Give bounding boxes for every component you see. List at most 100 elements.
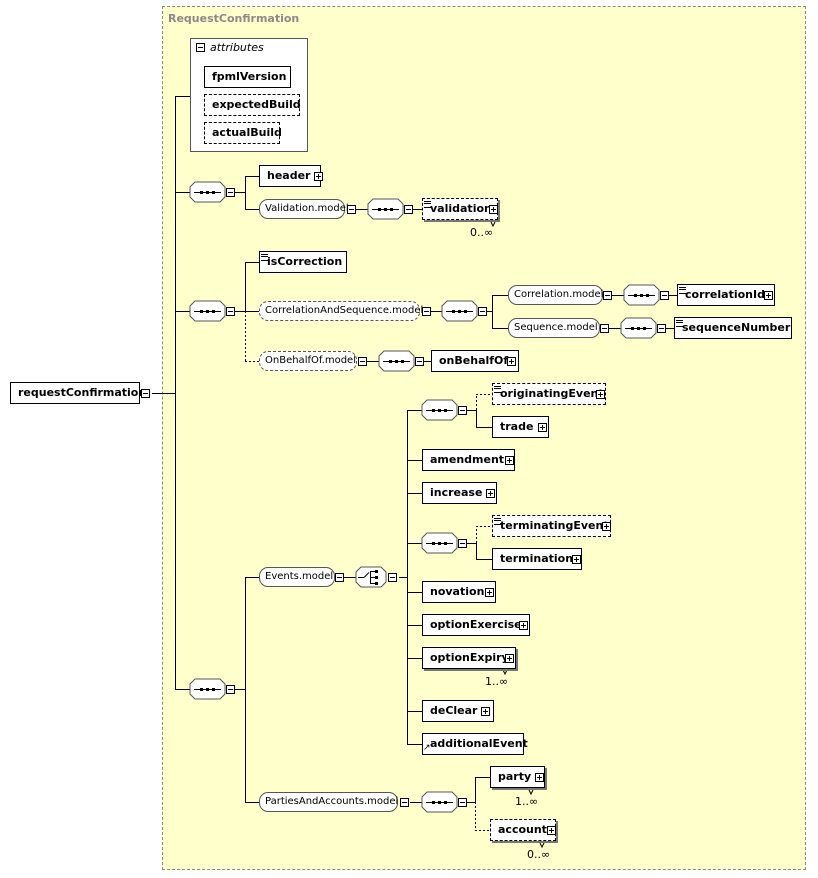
group-collapse-icon[interactable] (347, 205, 356, 214)
element-header[interactable]: header (259, 165, 321, 187)
group-collapse-icon[interactable] (600, 324, 609, 333)
correlation-id-expand-icon[interactable] (764, 291, 773, 300)
element-label: novation (430, 585, 485, 598)
element-label: terminatingEvent (500, 519, 609, 532)
documentation-icon (424, 201, 431, 208)
group-collapse-icon[interactable] (422, 307, 431, 316)
increase-expand-icon[interactable] (486, 489, 495, 498)
attributes-label: attributes (210, 41, 264, 54)
sequence-compositor-icon (378, 350, 415, 372)
group-label: OnBehalfOf.model (265, 355, 356, 366)
group-correlation-model[interactable]: Correlation.model (508, 285, 603, 305)
group-collapse-icon[interactable] (358, 357, 367, 366)
termination-expand-icon[interactable] (572, 555, 581, 564)
element-termination[interactable]: termination (492, 548, 582, 570)
group-events-model[interactable]: Events.model (259, 567, 335, 587)
reference-arrow-icon: ↗ (423, 743, 431, 753)
element-originating-event[interactable]: originatingEvent (492, 383, 606, 405)
element-label: optionExercise (430, 618, 522, 631)
sequence-collapse-icon[interactable] (404, 205, 413, 214)
header-expand-icon[interactable] (314, 172, 323, 181)
element-sequence-number[interactable]: sequenceNumber (674, 317, 792, 339)
on-behalf-of-expand-icon[interactable] (507, 357, 516, 366)
element-trade[interactable]: trade (492, 416, 549, 438)
attribute-actual-build[interactable]: actualBuild (204, 122, 282, 144)
element-de-clear[interactable]: deClear (422, 700, 494, 722)
sequence-collapse-icon[interactable] (458, 798, 467, 807)
element-amendment[interactable]: amendment (422, 449, 515, 471)
attributes-collapse-icon[interactable] (196, 43, 205, 52)
sequence-collapse-icon[interactable] (458, 539, 467, 548)
group-validation-model[interactable]: Validation.model (259, 199, 349, 219)
element-label: termination (500, 552, 574, 565)
element-terminating-event[interactable]: terminatingEvent (492, 515, 611, 537)
group-collapse-icon[interactable] (603, 291, 612, 300)
group-collapse-icon[interactable] (335, 573, 344, 582)
element-label: isCorrection (267, 255, 343, 268)
element-label: originatingEvent (500, 387, 604, 400)
sequence-collapse-icon[interactable] (478, 307, 487, 316)
choice-collapse-icon[interactable] (388, 573, 397, 582)
sequence-collapse-icon[interactable] (226, 307, 235, 316)
element-is-correction[interactable]: isCorrection (259, 251, 347, 273)
choice-compositor-icon (355, 566, 387, 588)
element-label: party (498, 770, 532, 783)
group-correlation-and-sequence-model[interactable]: CorrelationAndSequence.model (259, 301, 424, 321)
sequence-collapse-icon[interactable] (458, 406, 467, 415)
group-sequence-model[interactable]: Sequence.model (508, 318, 600, 338)
novation-expand-icon[interactable] (485, 588, 494, 597)
sequence-collapse-icon[interactable] (660, 291, 669, 300)
sequence-compositor-icon (623, 284, 660, 306)
element-validation[interactable]: validation (422, 198, 498, 220)
sequence-compositor-icon (441, 300, 478, 322)
element-label: deClear (430, 704, 478, 717)
sequence-compositor-icon (421, 791, 458, 813)
group-parties-and-accounts-model[interactable]: PartiesAndAccounts.model (259, 792, 398, 812)
complex-type-title: RequestConfirmation (168, 12, 300, 25)
sequence-collapse-icon[interactable] (415, 357, 424, 366)
group-label: Validation.model (265, 203, 349, 214)
element-option-expiry[interactable]: optionExpiry (422, 647, 516, 669)
element-label: validation (430, 202, 492, 215)
root-element-request-confirmation[interactable]: requestConfirmation (10, 382, 146, 404)
party-expand-icon[interactable] (535, 773, 544, 782)
account-expand-icon[interactable] (547, 826, 556, 835)
option-expiry-expand-icon[interactable] (505, 654, 514, 663)
trade-expand-icon[interactable] (538, 423, 547, 432)
option-exercise-expand-icon[interactable] (519, 621, 528, 630)
element-account[interactable]: account (490, 819, 556, 841)
root-collapse-icon[interactable] (141, 389, 150, 398)
validation-cardinality: 0..∞ (470, 226, 494, 239)
group-label: PartiesAndAccounts.model (265, 796, 399, 807)
sequence-collapse-icon[interactable] (226, 685, 235, 694)
attribute-expected-build[interactable]: expectedBuild (204, 94, 301, 116)
element-increase[interactable]: increase (422, 482, 497, 504)
terminating-event-expand-icon[interactable] (602, 522, 611, 531)
element-on-behalf-of[interactable]: onBehalfOf (431, 350, 519, 372)
sequence-compositor-icon (620, 317, 657, 339)
group-label: Correlation.model (514, 289, 604, 300)
attribute-fpml-version[interactable]: fpmlVersion (204, 66, 291, 88)
attribute-label: actualBuild (212, 126, 282, 139)
element-novation[interactable]: novation (422, 581, 496, 603)
group-label: CorrelationAndSequence.model (265, 305, 424, 316)
element-option-exercise[interactable]: optionExercise (422, 614, 530, 636)
sequence-compositor-icon (367, 198, 404, 220)
element-correlation-id[interactable]: correlationId (677, 284, 775, 306)
element-label: amendment (430, 453, 505, 466)
originating-event-expand-icon[interactable] (596, 390, 605, 399)
amendment-expand-icon[interactable] (505, 456, 514, 465)
validation-expand-icon[interactable] (489, 205, 498, 214)
account-cardinality: 0..∞ (527, 848, 551, 861)
element-additional-event[interactable]: additionalEvent (422, 733, 528, 755)
sequence-collapse-icon[interactable] (226, 188, 235, 197)
element-label: optionExpiry (430, 651, 509, 664)
sequence-compositor-icon (189, 678, 226, 700)
sequence-compositor-icon (189, 181, 226, 203)
group-label: Events.model (265, 571, 334, 582)
de-clear-expand-icon[interactable] (481, 707, 490, 716)
sequence-collapse-icon[interactable] (657, 324, 666, 333)
group-on-behalf-of-model[interactable]: OnBehalfOf.model (259, 351, 357, 371)
element-party[interactable]: party (490, 766, 545, 788)
group-collapse-icon[interactable] (400, 798, 409, 807)
